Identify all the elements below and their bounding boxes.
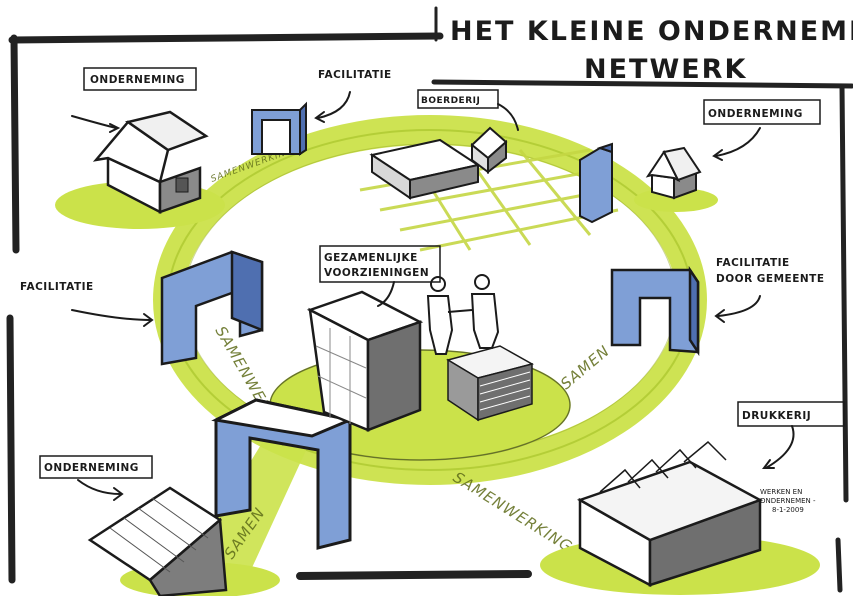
label-onderneming-top-right: ONDERNEMING [708,108,803,120]
label-facilitatie-gemeente-1: FACILITATIE [716,257,790,269]
ring-word-bottom: SAMENWERKING [450,468,576,556]
label-gezamenlijke-1: GEZAMENLIJKE [324,252,418,264]
label-boerderij: BOERDERIJ [421,96,480,106]
paper-stack [446,345,534,422]
note-line-1: WERKEN EN [760,488,802,496]
note-line-2: ONDERNEMEN - [760,497,816,505]
house-top-right [634,146,718,212]
center-building [306,290,424,432]
house-bottom-left [87,486,280,596]
gate-top-right [579,142,613,224]
house-top-left [55,110,225,229]
gate-right [610,265,700,357]
label-boxes [39,67,845,479]
gate-left [160,250,264,366]
title-line-1: HET KLEINE ONDERNEMERS [450,16,853,47]
label-onderneming-top-left: ONDERNEMING [90,74,185,86]
title-line-2: NETWERK [584,54,747,85]
label-facilitatie-top: FACILITATIE [318,69,392,81]
note-line-3: 8-1-2009 [772,506,804,514]
label-facilitatie-left: FACILITATIE [20,281,94,293]
farm-building [369,126,508,200]
label-facilitatie-gemeente-2: DOOR GEMEENTE [716,273,825,285]
gate-top [251,101,307,156]
label-gezamenlijke-2: VOORZIENINGEN [324,267,429,279]
ring-word-right: SAMEN [557,342,613,393]
pointer-arrows [71,91,795,501]
label-onderneming-bottom-left: ONDERNEMING [44,462,139,474]
handshake-people [426,274,500,355]
print-shop [540,440,820,595]
frame-lines [6,6,853,593]
label-drukkerij: DRUKKERIJ [742,410,811,422]
